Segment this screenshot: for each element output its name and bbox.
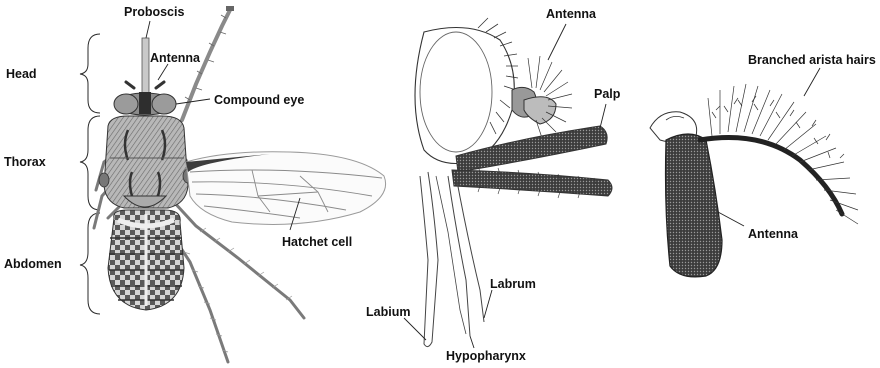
abdomen-brace: [80, 213, 100, 314]
hypopharynx-leader: [470, 336, 474, 348]
proboscis-lateral: [420, 172, 484, 347]
antenna-label-lateral: Antenna: [546, 7, 597, 21]
branched-arista-hairs-label: Branched arista hairs: [748, 53, 876, 67]
labrum-label: Labrum: [490, 277, 536, 291]
head-brace: [80, 34, 100, 113]
whole-fly-panel: Head Thorax Abdomen: [4, 5, 386, 362]
palp-leader: [600, 104, 606, 128]
arista-shaft: [700, 138, 842, 215]
abdomen-region-label: Abdomen: [4, 257, 62, 271]
hatchet-cell-label: Hatchet cell: [282, 235, 352, 249]
fly-wing: [186, 152, 386, 225]
compound-eye-leader: [176, 99, 210, 104]
thorax-region-label: Thorax: [4, 155, 46, 169]
head-lateral-panel: Antenna Palp Labrum Labium Hypopharynx: [366, 7, 621, 363]
antenna-leader-lateral: [548, 24, 566, 60]
labium-leader: [404, 318, 426, 340]
thorax-brace: [80, 116, 100, 210]
antenna-detail-panel: Branched arista hairs Antenna: [650, 53, 876, 277]
compound-eye-right: [152, 94, 176, 114]
antenna-label-detail: Antenna: [748, 227, 799, 241]
palp-label: Palp: [594, 87, 621, 101]
head-region-label: Head: [6, 67, 37, 81]
compound-eye-left: [114, 94, 138, 114]
fly-thorax: [99, 116, 193, 208]
arista-hairs-leader: [804, 68, 820, 96]
antenna-detail-leader: [718, 212, 744, 226]
hypopharynx-label: Hypopharynx: [446, 349, 526, 363]
proboscis: [142, 38, 149, 94]
lateral-antenna: [512, 56, 572, 138]
proboscis-label: Proboscis: [124, 5, 184, 19]
compound-eye-label: Compound eye: [214, 93, 304, 107]
antenna-leader: [158, 64, 168, 80]
head-capsule: [415, 28, 514, 164]
lower-palp: [452, 170, 612, 196]
fly-abdomen: [108, 210, 184, 310]
antenna-third-segment: [666, 134, 723, 277]
proboscis-leader: [146, 21, 150, 38]
labrum-leader: [484, 290, 492, 318]
labium-label: Labium: [366, 305, 410, 319]
antenna-label-fly: Antenna: [150, 51, 201, 65]
